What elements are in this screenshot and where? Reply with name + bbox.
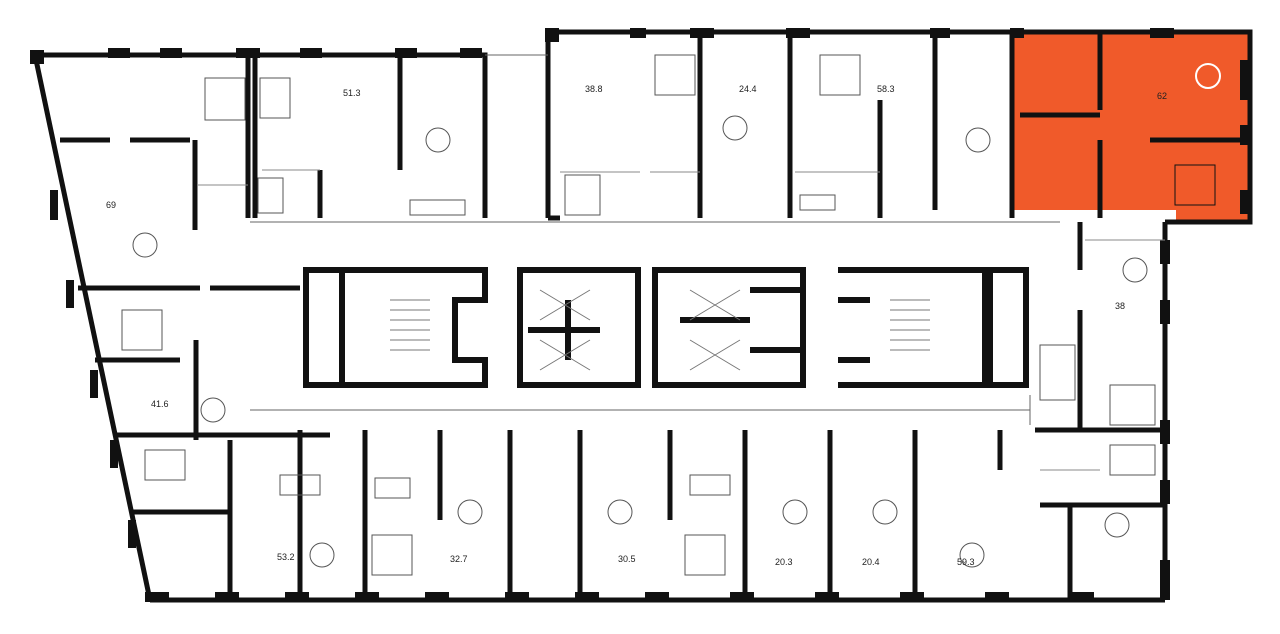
- corridor-lines: [250, 54, 1060, 425]
- stairs: [390, 289, 930, 371]
- area-label-30-5: 30.5: [618, 554, 636, 564]
- area-label-32-7: 32.7: [450, 554, 468, 564]
- area-label-53-2: 53.2: [277, 552, 295, 562]
- furniture: [121, 54, 1221, 576]
- area-label-20-3: 20.3: [775, 557, 793, 567]
- area-label-20-4: 20.4: [862, 557, 880, 567]
- area-label-58-3: 58.3: [877, 84, 895, 94]
- area-label-38-8: 38.8: [585, 84, 603, 94]
- area-label-62[interactable]: 62: [1157, 91, 1168, 101]
- area-label-51-3: 51.3: [343, 88, 361, 98]
- area-label-59-3: 59.3: [957, 557, 975, 567]
- building-core: [303, 267, 1029, 388]
- interior-walls: [60, 32, 1250, 600]
- area-label-24-4: 24.4: [739, 84, 757, 94]
- area-label-38: 38: [1115, 301, 1126, 311]
- area-label-69: 69: [106, 200, 117, 210]
- area-label-41-6: 41.6: [151, 399, 169, 409]
- apartment-62-highlight[interactable]: [1012, 32, 1250, 222]
- thin-walls: [198, 169, 1165, 471]
